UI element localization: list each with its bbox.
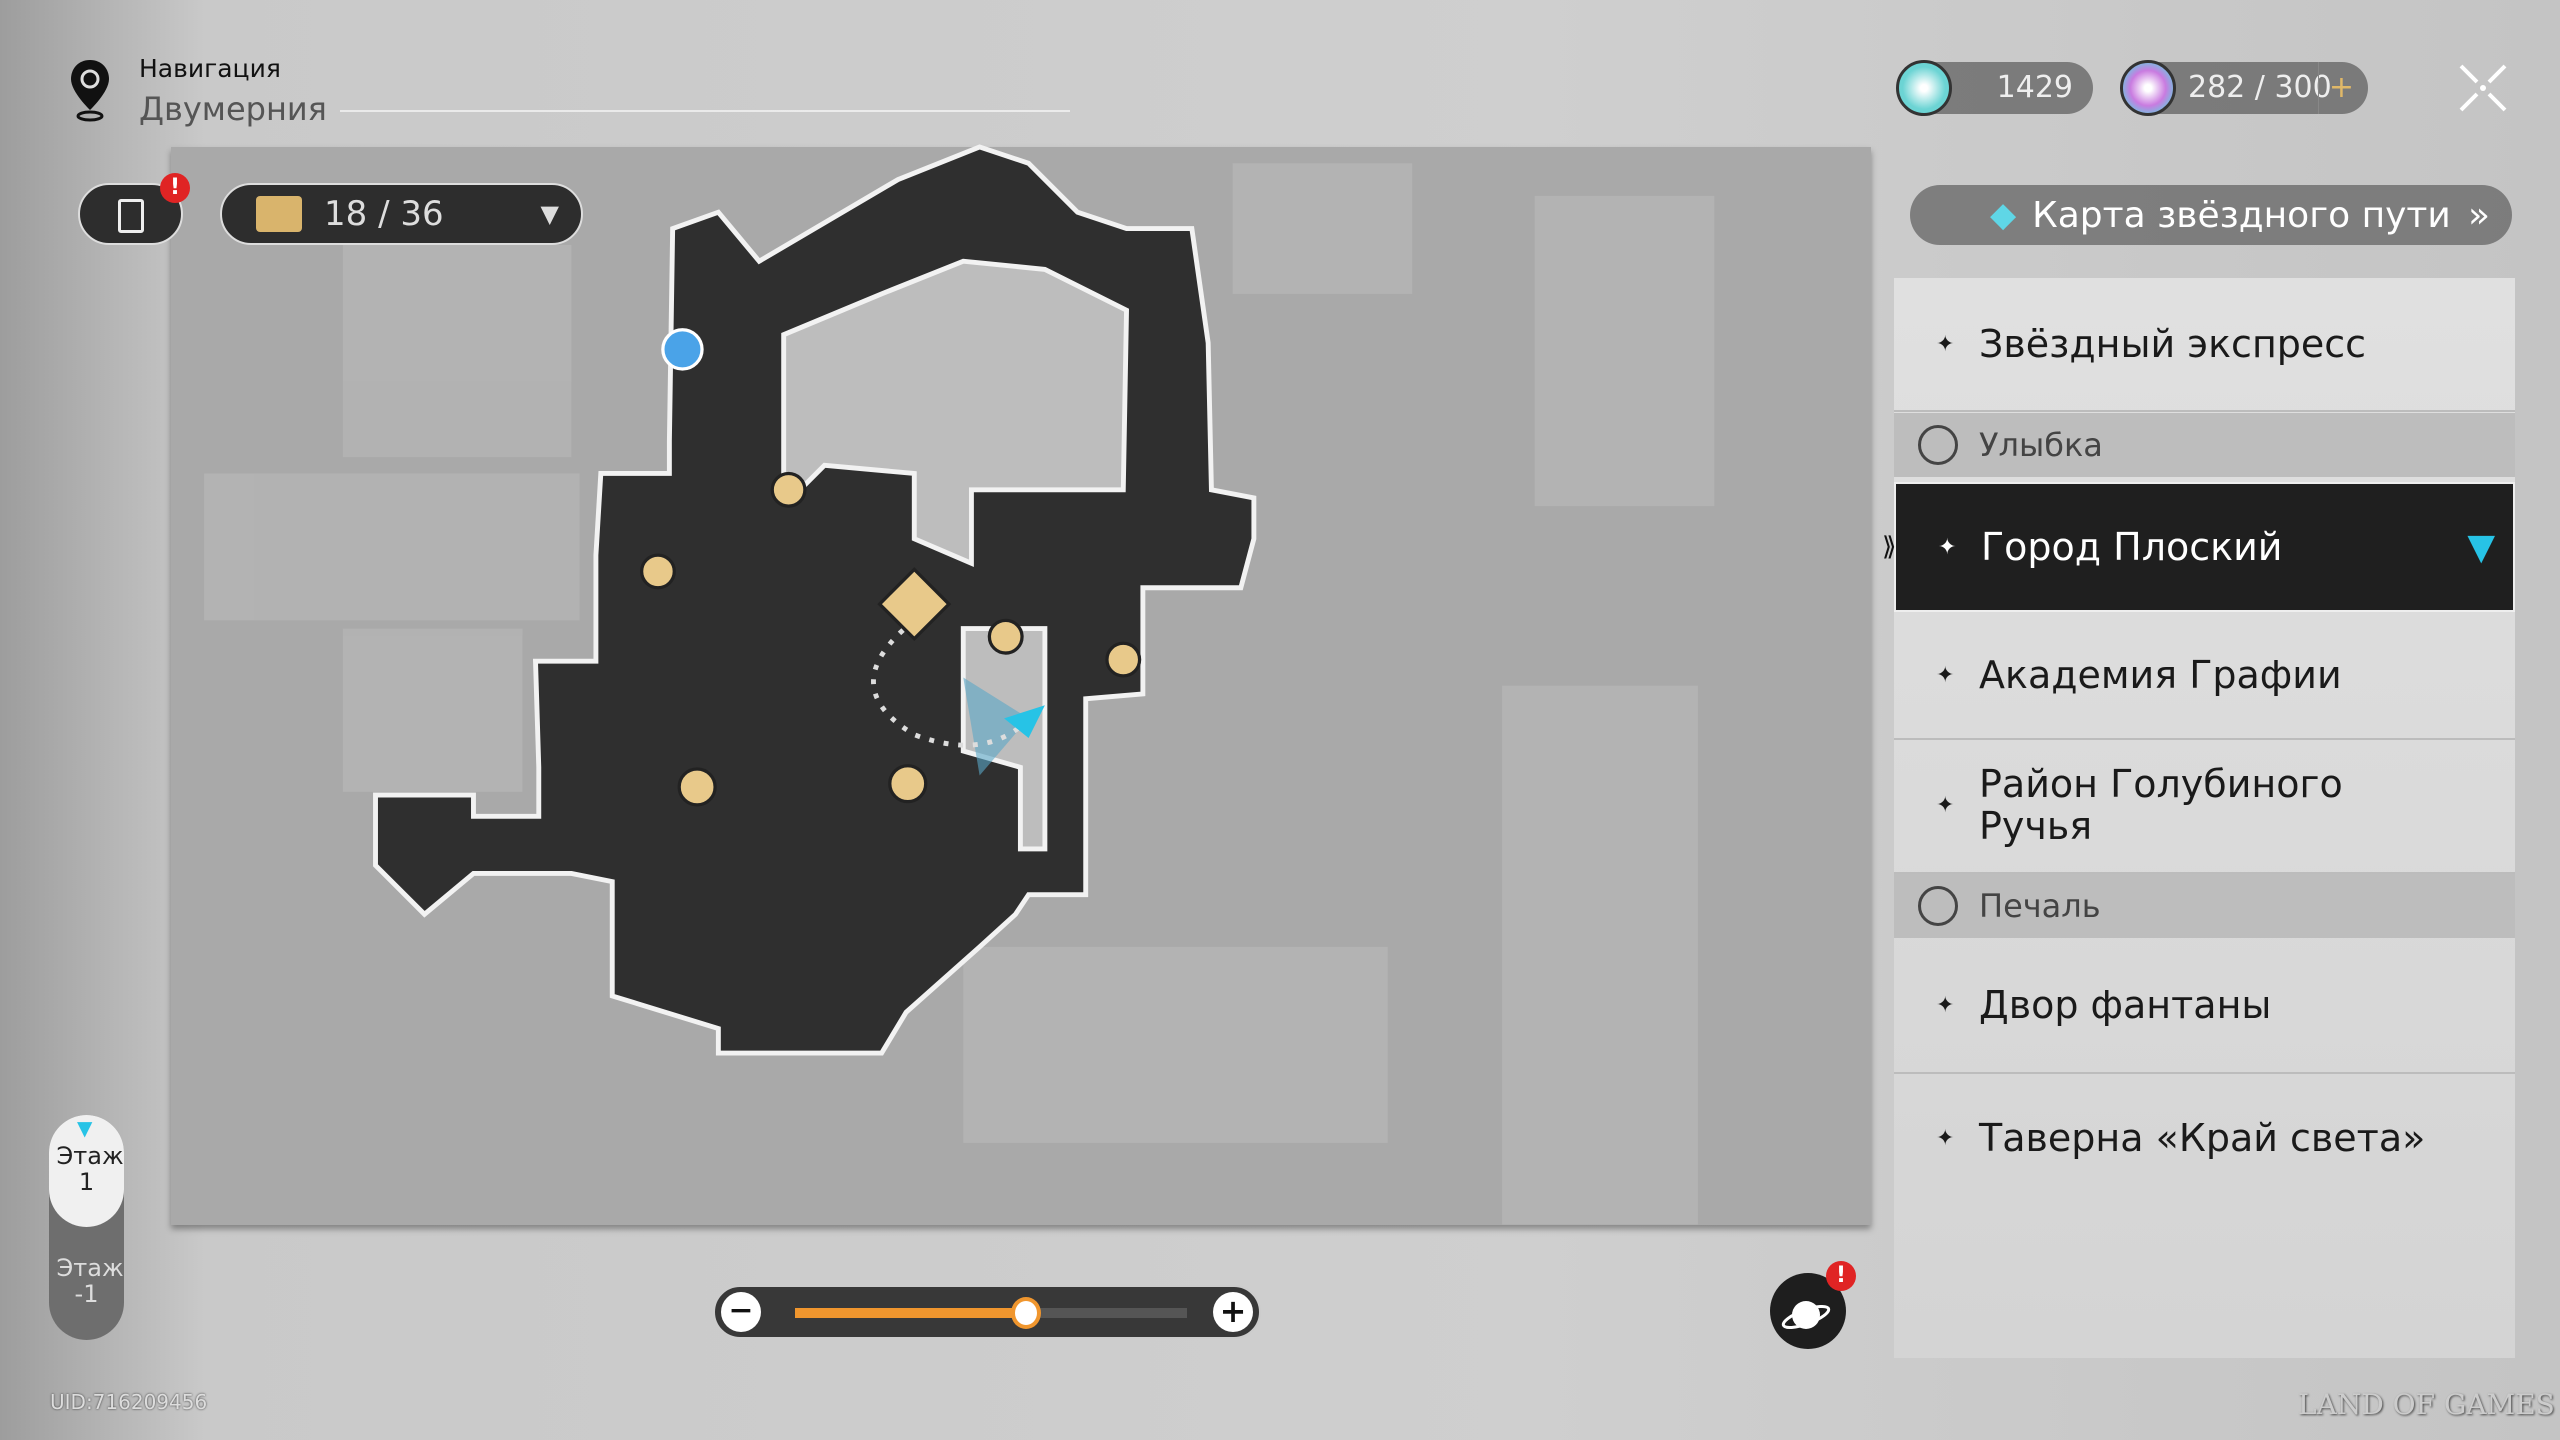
jade-icon bbox=[1896, 60, 1952, 116]
chest-count: 18 / 36 bbox=[324, 194, 444, 234]
group-header-smile: Улыбка bbox=[1894, 413, 2515, 477]
list-item-flat-city[interactable]: ✦Город Плоский▼ bbox=[1894, 482, 2515, 612]
alert-badge: ! bbox=[1826, 1261, 1856, 1291]
list-item-academy[interactable]: ✦Академия Графии bbox=[1894, 612, 2515, 740]
planet-icon bbox=[1781, 1301, 1831, 1330]
group-header-sadness: Печаль bbox=[1894, 874, 2515, 938]
list-item-dove-stream[interactable]: ✦Район Голубиного Ручья bbox=[1894, 740, 2515, 874]
divider bbox=[340, 110, 1070, 112]
current-location-marker-icon: ▼ bbox=[2467, 526, 2495, 568]
selection-pointer-icon: ⟫ bbox=[1882, 532, 1897, 562]
floor-minus1-button[interactable]: Этаж -1 bbox=[56, 1254, 124, 1309]
current-floor-marker-icon: ▼ bbox=[77, 1116, 93, 1140]
chest-icon bbox=[256, 196, 302, 232]
add-power-button[interactable]: + bbox=[2317, 62, 2354, 114]
tasks-button[interactable]: ! bbox=[78, 173, 190, 245]
star-icon: ✦ bbox=[1936, 331, 1955, 357]
jade-currency: 1429 bbox=[1896, 60, 2093, 116]
sad-face-icon bbox=[1918, 886, 1958, 926]
floor-1-button[interactable]: ▼ Этаж 1 bbox=[49, 1115, 124, 1227]
uid-label: UID:716209456 bbox=[50, 1390, 208, 1414]
location-list: ✦Звёздный экспресс Улыбка ✦Город Плоский… bbox=[1894, 278, 2515, 1358]
star-icon: ✦ bbox=[1936, 662, 1955, 688]
list-item-fountain-yard[interactable]: ✦Двор фантаны bbox=[1894, 938, 2515, 1074]
location-name: Двумерния bbox=[139, 90, 327, 128]
zoom-slider-track[interactable] bbox=[795, 1297, 1187, 1329]
star-icon: ✦ bbox=[1936, 992, 1955, 1018]
alert-badge: ! bbox=[160, 173, 190, 203]
clipboard-icon bbox=[118, 199, 144, 233]
star-map-button[interactable]: ◆ Карта звёздного пути » bbox=[1910, 185, 2512, 245]
star-diamond-icon: ◆ bbox=[1990, 195, 2017, 235]
map-poi-icons bbox=[640, 471, 1142, 807]
zoom-in-button[interactable]: + bbox=[1213, 1292, 1253, 1332]
zoom-slider-fill bbox=[795, 1308, 1027, 1318]
list-item-tavern[interactable]: ✦Таверна «Край света» bbox=[1936, 1116, 2426, 1160]
jade-amount: 1429 bbox=[1996, 70, 2073, 105]
watermark: LAND OF GAMES bbox=[2298, 1388, 2555, 1421]
zoom-slider-handle[interactable] bbox=[1011, 1297, 1042, 1329]
list-item-star-express[interactable]: ✦Звёздный экспресс bbox=[1894, 278, 2515, 412]
chest-counter-dropdown[interactable]: 18 / 36 ▼ bbox=[220, 183, 583, 245]
star-icon: ✦ bbox=[1936, 792, 1955, 818]
teleport-icon bbox=[661, 328, 704, 371]
star-map-label: Карта звёздного пути bbox=[2032, 194, 2451, 236]
floor-selector: ▼ Этаж 1 Этаж -1 bbox=[49, 1115, 124, 1340]
close-icon bbox=[2459, 64, 2507, 112]
close-button[interactable] bbox=[2455, 60, 2511, 116]
player-arrow-icon bbox=[1004, 705, 1045, 738]
star-icon: ✦ bbox=[1938, 534, 1957, 560]
zoom-out-button[interactable]: − bbox=[721, 1292, 761, 1332]
smile-face-icon bbox=[1918, 425, 1958, 465]
chevron-right-icon: » bbox=[2467, 194, 2490, 236]
star-icon: ✦ bbox=[1936, 1125, 1955, 1151]
planet-button[interactable]: ! bbox=[1770, 1261, 1856, 1349]
zoom-control: − + bbox=[713, 1285, 1261, 1339]
location-pin-icon bbox=[68, 58, 112, 126]
chevron-down-icon: ▼ bbox=[540, 200, 559, 228]
power-icon bbox=[2120, 60, 2176, 116]
power-amount: 282 / 300 bbox=[2188, 70, 2332, 105]
trailblaze-power: 282 / 300 + bbox=[2120, 60, 2368, 116]
nav-title: Навигация bbox=[139, 54, 281, 83]
